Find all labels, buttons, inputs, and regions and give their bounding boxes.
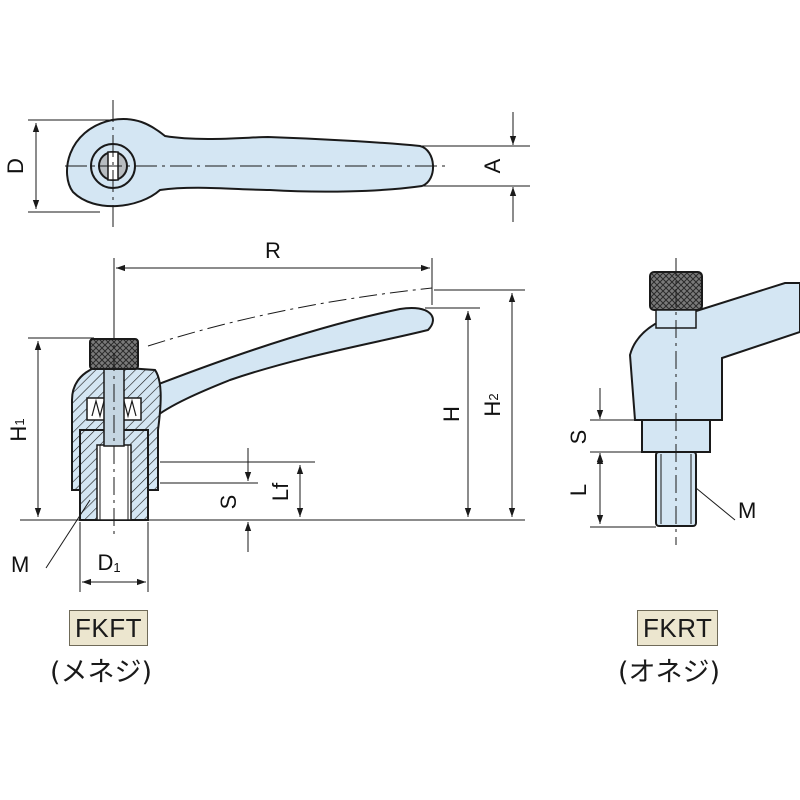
label-A: A [480, 158, 505, 173]
variant-badge-fkft: FKFT [69, 610, 148, 646]
label-D1: D1 [97, 550, 120, 575]
label-S-left: S [216, 495, 241, 510]
label-H2: H2 [480, 393, 505, 416]
variant-badge-fkrt: FKRT [637, 610, 719, 646]
variant-caption-fkft: (メネジ) [50, 657, 153, 688]
label-Lf: Lf [268, 482, 293, 501]
top-view: D A [3, 100, 530, 230]
fkrt-lever-body [628, 282, 800, 421]
variant-caption-fkrt: (オネジ) [618, 657, 721, 688]
label-M-left: M [11, 552, 29, 577]
label-M-right: M [738, 498, 756, 523]
fkrt-side-view: S L M [566, 258, 800, 545]
label-D: D [3, 158, 28, 174]
fkft-side-view: R H1 H H2 S Lf D1 M [6, 238, 525, 592]
leader-M-left [45, 499, 91, 569]
label-L: L [566, 484, 591, 496]
leader-M-right [695, 487, 736, 521]
label-H1: H1 [6, 418, 31, 441]
top-view-lever-body [66, 118, 434, 208]
label-H: H [439, 406, 464, 422]
label-S-right: S [566, 430, 591, 445]
fkft-lever-body [136, 307, 434, 420]
label-R: R [265, 238, 281, 263]
